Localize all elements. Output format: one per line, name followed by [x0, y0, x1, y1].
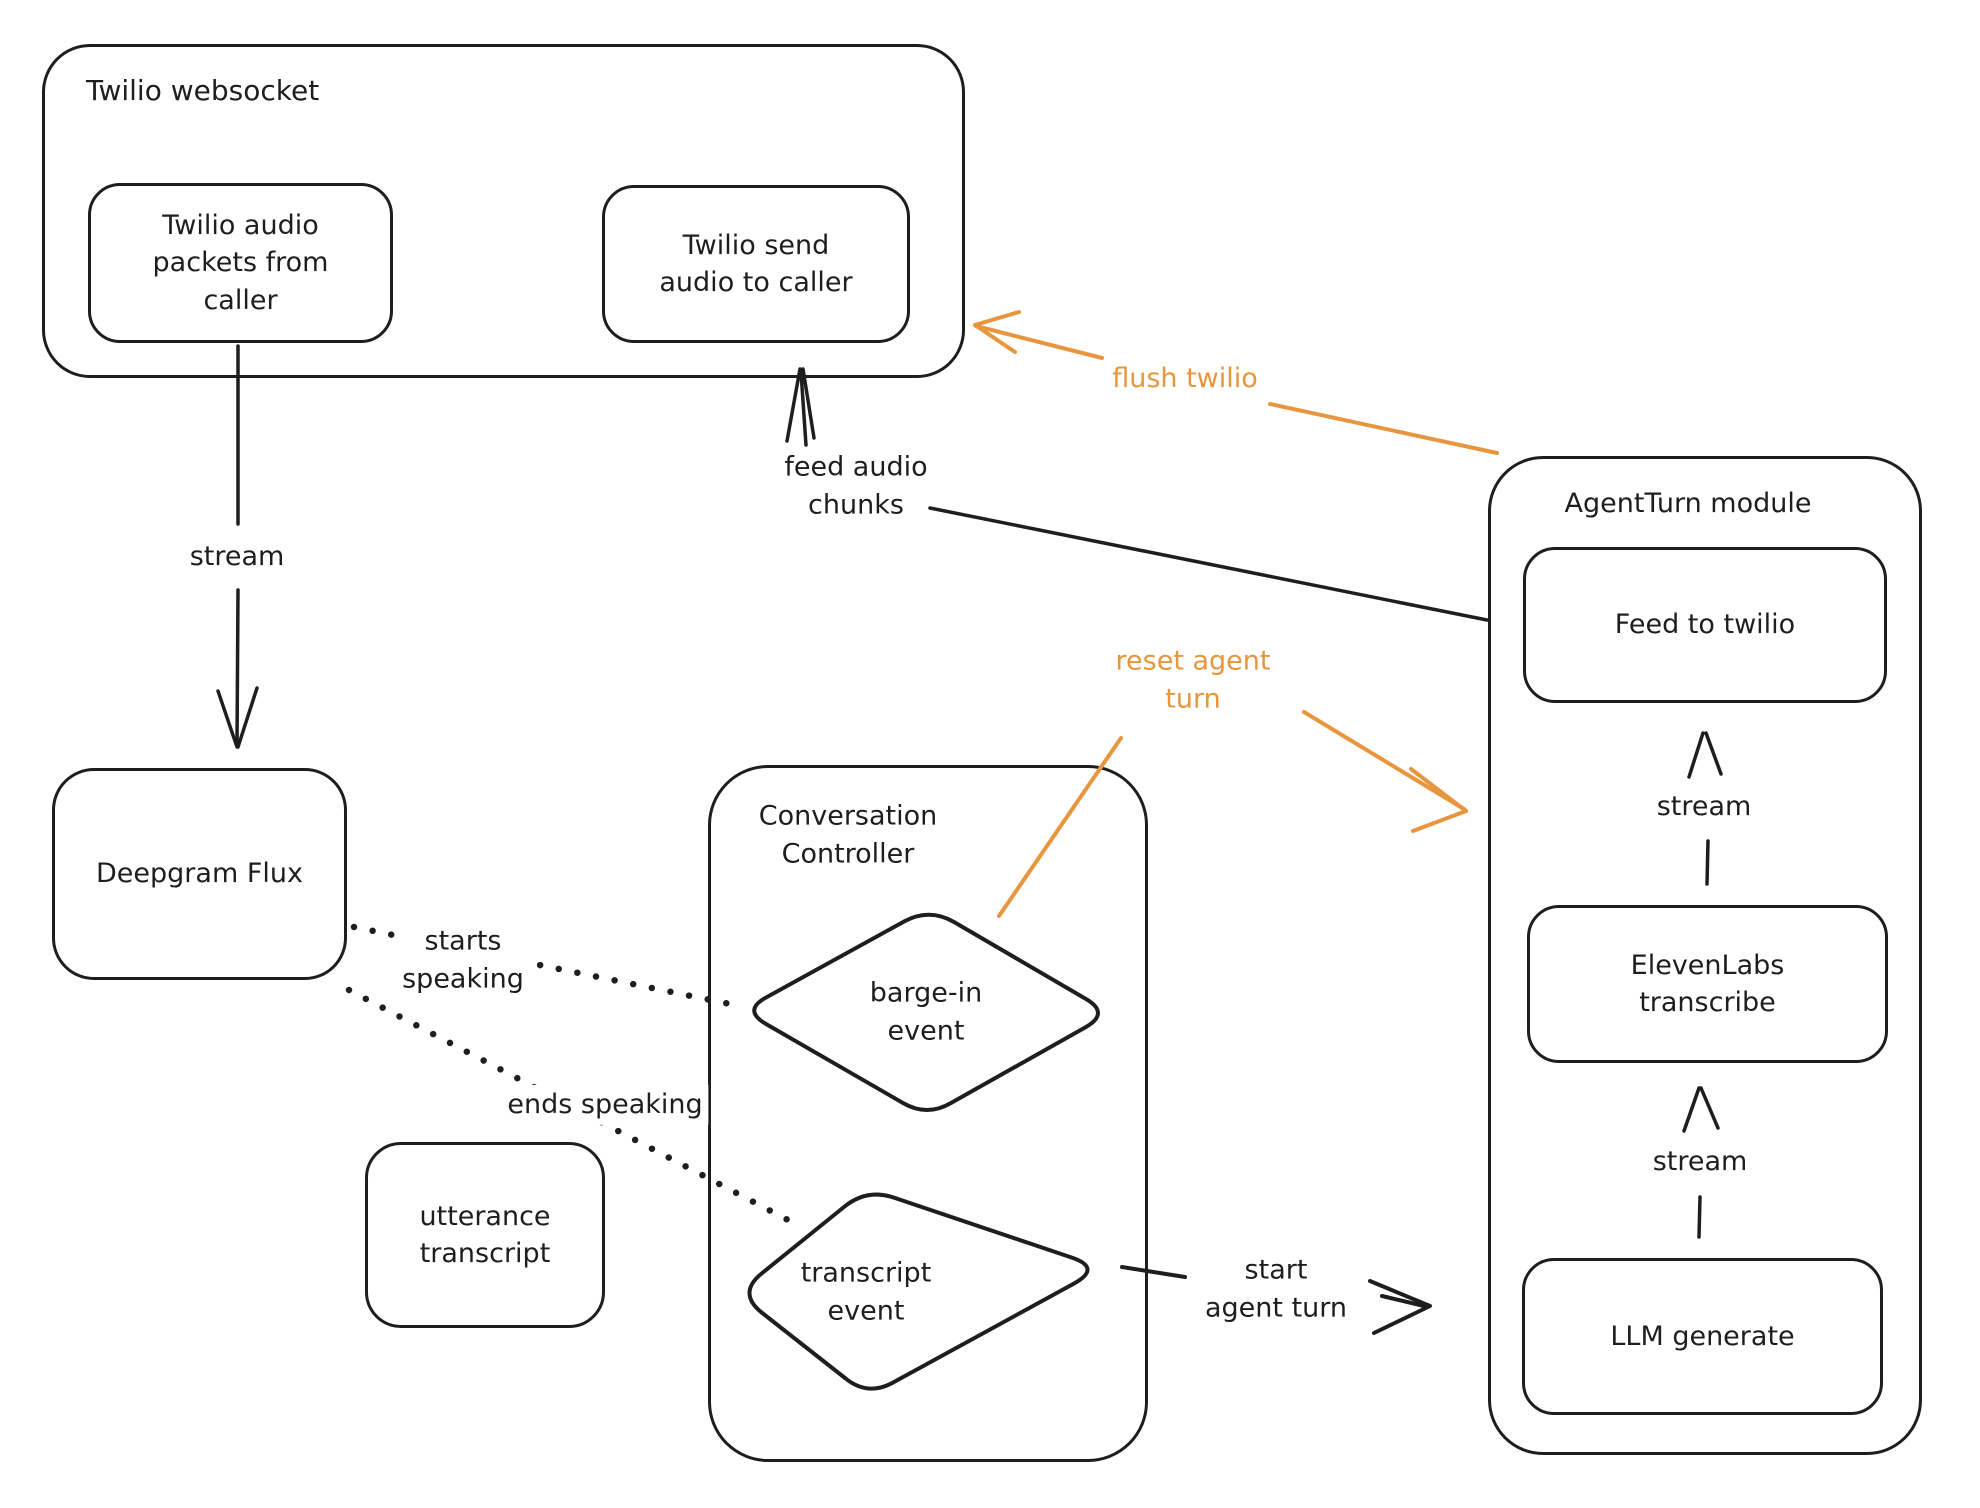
node-feed-to-twilio: Feed to twilio [1523, 547, 1887, 703]
node-utterance-transcript: utterance transcript [365, 1142, 605, 1328]
barge-in-event-label: barge-in event [869, 977, 983, 1047]
edge-label-stream-upper: stream [1656, 790, 1752, 822]
edge-label-stream-lower: stream [1652, 1145, 1748, 1177]
stream-upper-arrow [1687, 731, 1723, 886]
container-agentturn-module [1488, 456, 1922, 1455]
edge-label-ends-speaking: ends speaking [501, 1084, 709, 1126]
feed-audio-chunks-line [928, 506, 1489, 622]
edge-label-starts-speaking: starts speaking [396, 921, 530, 1001]
edge-label-stream: stream [183, 536, 291, 578]
flush-twilio-arrow [973, 310, 1499, 455]
node-twilio-send-audio: Twilio send audio to caller [602, 185, 910, 343]
container-conversation-controller [708, 765, 1148, 1462]
node-deepgram-flux-label: Deepgram Flux [96, 858, 303, 890]
node-utterance-transcript-label: utterance transcript [419, 1200, 551, 1269]
node-feed-to-twilio-label: Feed to twilio [1614, 609, 1796, 641]
container-twilio-websocket [42, 44, 965, 378]
agentturn-module-title: AgentTurn module [1564, 487, 1812, 519]
node-llm-generate: LLM generate [1522, 1258, 1883, 1415]
edge-label-flush-twilio: flush twilio [1112, 362, 1258, 394]
edge-label-reset-agent-turn: reset agent turn [1115, 645, 1271, 715]
edge-label-start-agent-turn: start agent turn [1204, 1254, 1348, 1324]
transcript-event-diamond [747, 1192, 1090, 1391]
transcript-event-label: transcript event [800, 1257, 932, 1327]
conversation-controller-title: Conversation Controller [758, 800, 938, 870]
node-deepgram-flux: Deepgram Flux [52, 768, 347, 980]
node-elevenlabs-transcribe-label: ElevenLabs transcribe [1630, 949, 1785, 1018]
stream-arrow [216, 344, 259, 749]
node-twilio-audio-packets-label: Twilio audio packets from caller [152, 210, 329, 316]
node-llm-generate-label: LLM generate [1610, 1320, 1795, 1352]
edge-label-feed-audio-chunks: feed audio chunks [784, 451, 928, 521]
start-agent-turn-arrow [1120, 1265, 1432, 1335]
node-twilio-audio-packets: Twilio audio packets from caller [88, 183, 393, 343]
reset-agent-turn-arrow [997, 710, 1468, 918]
twilio-websocket-title: Twilio websocket [86, 74, 320, 107]
feed-audio-chunks-arrow [785, 367, 816, 447]
barge-in-diamond [752, 912, 1100, 1112]
node-twilio-send-audio-label: Twilio send audio to caller [659, 229, 853, 298]
node-elevenlabs-transcribe: ElevenLabs transcribe [1527, 905, 1888, 1063]
stream-lower-arrow [1682, 1086, 1720, 1239]
